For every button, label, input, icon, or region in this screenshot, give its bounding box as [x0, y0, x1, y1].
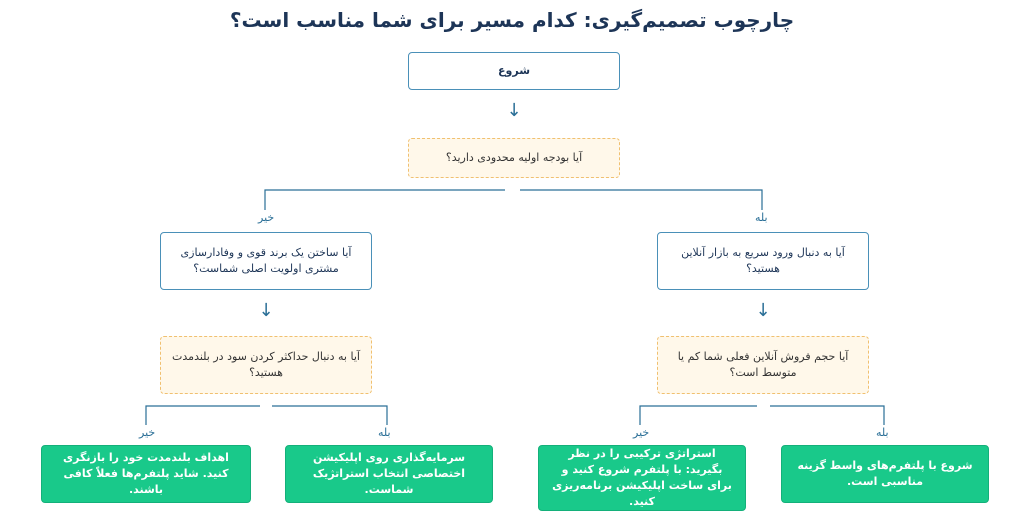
edge-label-no: خیر: [633, 426, 650, 439]
edge-label-no: خیر: [258, 211, 275, 224]
result-invest-app: سرمایه‌گذاری روی اپلیکیشن اختصاصی انتخاب…: [285, 445, 493, 503]
result-review-goals: اهداف بلندمدت خود را بازنگری کنید. شاید …: [41, 445, 251, 503]
start-node: شروع: [408, 52, 620, 90]
result-platforms: شروع با پلتفرم‌های واسط گزینه مناسبی است…: [781, 445, 989, 503]
decision-max-profit: آیا به دنبال حداکثر کردن سود در بلندمدت …: [160, 336, 372, 394]
arrow-down-icon: ↓: [258, 300, 274, 321]
branch-line-top: [264, 189, 763, 210]
branch-line-left: [145, 405, 388, 425]
page-title: چارچوب تصمیم‌گیری: کدام مسیر برای شما من…: [229, 8, 795, 32]
arrow-down-icon: ↓: [755, 300, 771, 321]
arrow-down-icon: ↓: [506, 100, 522, 121]
branch-line-right: [639, 405, 885, 425]
decision-sales-volume: آیا حجم فروش آنلاین فعلی شما کم یا متوسط…: [657, 336, 869, 394]
question-fast-market: آیا به دنبال ورود سریع به بازار آنلاین ه…: [657, 232, 869, 290]
decision-budget: آیا بودجه اولیه محدودی دارید؟: [408, 138, 620, 178]
result-hybrid-strategy: استراتژی ترکیبی را در نظر بگیرید: با پلت…: [538, 445, 746, 511]
edge-label-yes: بله: [876, 426, 889, 439]
edge-label-no: خیر: [139, 426, 156, 439]
question-brand: آیا ساختن یک برند قوی و وفادارسازی مشتری…: [160, 232, 372, 290]
edge-label-yes: بله: [378, 426, 391, 439]
edge-label-yes: بله: [755, 211, 768, 224]
